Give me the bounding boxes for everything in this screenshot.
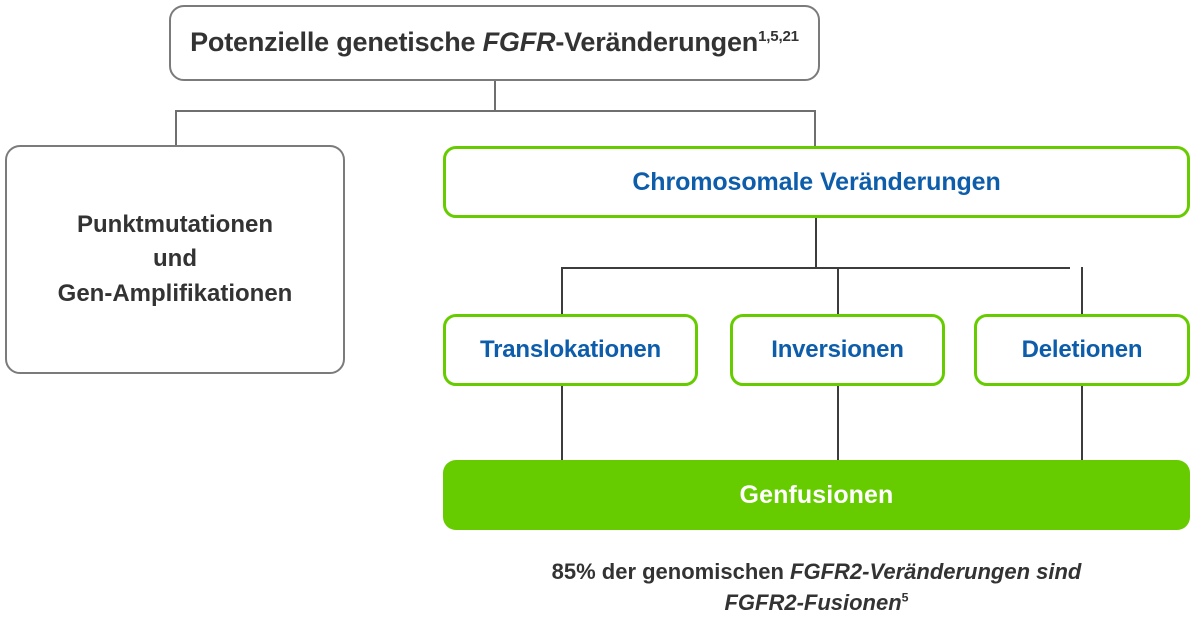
connector-to-chromosomal-box — [814, 110, 816, 148]
connector-chromosomal-down — [815, 218, 817, 269]
caption-line-2: FGFR2-Fusionen5 — [443, 587, 1190, 618]
caption-fgfr2-fusion-statistic: 85% der genomischen FGFR2-Veränderungen … — [443, 556, 1190, 618]
connector-to-left-box — [175, 110, 177, 148]
node-deletionen-label: Deletionen — [1021, 336, 1143, 363]
connector-to-inversionen — [837, 267, 839, 314]
connector-translokationen-to-fusion — [561, 386, 563, 462]
gene-name-fgfr2-alterations: FGFR2-Veränderungen sind — [790, 559, 1082, 584]
node-translokationen[interactable]: Translokationen — [443, 314, 698, 386]
connector-to-translokationen — [561, 267, 563, 314]
node-title-label: Potenzielle genetische FGFR-Veränderunge… — [190, 27, 799, 58]
connector-level2-horizontal — [561, 267, 1070, 269]
node-genfusionen-label: Genfusionen — [739, 480, 894, 509]
node-chromosomal-alterations[interactable]: Chromosomale Veränderungen — [443, 146, 1190, 218]
node-inversionen[interactable]: Inversionen — [730, 314, 945, 386]
connector-deletionen-to-fusion — [1081, 386, 1083, 462]
left-line-1: Punktmutationen — [77, 211, 273, 239]
node-potential-genetic-alterations[interactable]: Potenzielle genetische FGFR-Veränderunge… — [169, 5, 820, 81]
node-genfusionen[interactable]: Genfusionen — [443, 460, 1190, 530]
node-translokationen-label: Translokationen — [479, 336, 662, 363]
left-line-2: und — [153, 245, 197, 273]
gene-name-fgfr2-fusions: FGFR2-Fusionen — [724, 590, 902, 616]
left-line-3: Gen-Amplifikationen — [57, 279, 293, 307]
node-left-label: Punktmutationen und Gen-Amplifikationen — [58, 208, 293, 310]
node-point-mutations-and-gene-amplifications[interactable]: Punktmutationen und Gen-Amplifikationen — [5, 145, 345, 374]
node-chromosomal-label: Chromosomale Veränderungen — [632, 167, 1001, 196]
caption-superscript: 5 — [901, 590, 909, 605]
node-inversionen-label: Inversionen — [771, 336, 904, 363]
caption-line-1: 85% der genomischen FGFR2-Veränderungen … — [551, 559, 1082, 584]
title-superscript: 1,5,21 — [758, 28, 799, 46]
gene-name-fgfr: FGFR — [482, 27, 556, 58]
connector-to-deletionen — [1081, 267, 1083, 314]
connector-inversionen-to-fusion — [837, 386, 839, 462]
node-deletionen[interactable]: Deletionen — [974, 314, 1190, 386]
connector-title-down — [494, 79, 496, 112]
connector-level1-horizontal — [175, 110, 816, 112]
